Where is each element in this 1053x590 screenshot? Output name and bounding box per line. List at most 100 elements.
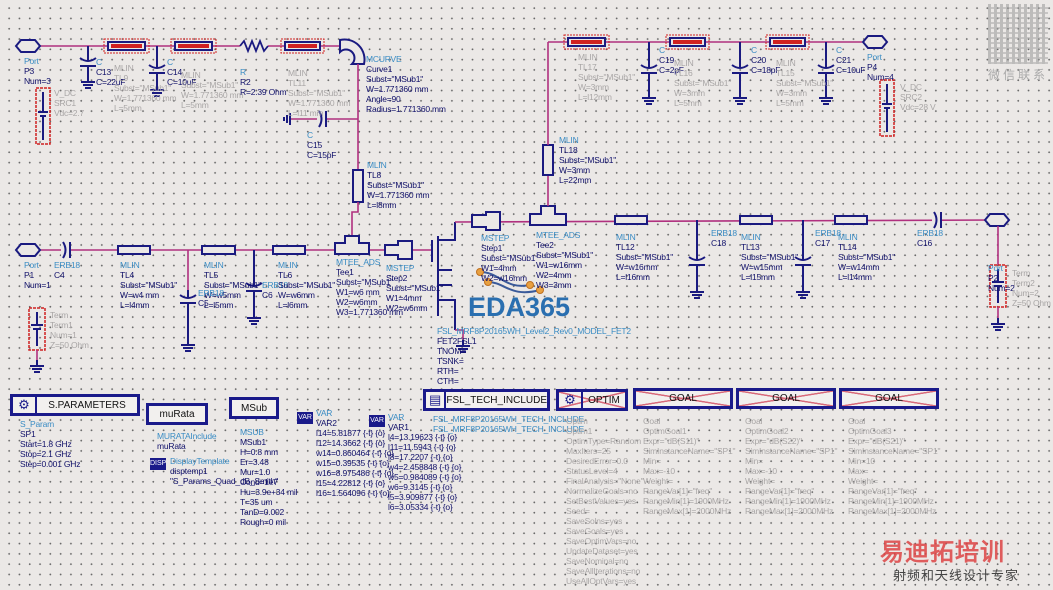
ground-symbol[interactable] [819,92,833,105]
mlin-line[interactable] [352,169,364,203]
series-capacitor[interactable] [318,110,327,128]
ground-symbol[interactable] [690,286,704,299]
label-line: RangeMax[1]=2000MHz [643,506,732,516]
ground-symbol[interactable] [283,113,291,125]
dc-source-src2[interactable] [879,79,895,137]
ground-symbol[interactable] [247,312,261,325]
layout-trace[interactable] [479,271,541,294]
var1-icon[interactable]: VAR [369,415,385,427]
optim-block[interactable]: ⚙ OPTIM [556,389,628,411]
ground-symbol[interactable] [30,360,44,373]
shunt-capacitor[interactable] [794,220,812,286]
shunt-capacitor[interactable] [179,290,197,339]
s-parameters-block[interactable]: ⚙ S.PARAMETERS [10,394,140,416]
mlin-line[interactable] [542,144,554,176]
shunt-capacitor[interactable] [817,42,835,92]
label-line: W1=4mm [481,263,517,273]
label-line: W1=w16mm [536,260,582,270]
mlin-inactive-bar[interactable] [673,40,702,44]
inactive-outline[interactable] [280,38,325,54]
inactive-outline[interactable] [170,38,217,54]
pin-marker[interactable] [484,278,492,286]
mlin-line[interactable] [201,245,236,255]
shunt-capacitor[interactable] [148,46,166,84]
resistor[interactable] [239,38,269,54]
ground-symbol[interactable] [733,92,747,105]
mlin-inactive-bar[interactable] [571,40,602,44]
shunt-capacitor[interactable] [79,46,97,76]
label-line: Max=-10 [643,466,675,476]
label-line: Start=1.8 GHz [20,439,72,449]
ground-symbol[interactable] [991,318,1005,331]
label-line: MLIN [204,260,224,270]
shunt-capacitor[interactable] [688,220,706,286]
mlin-inactive-bar[interactable] [288,44,317,48]
term-term2-symbol[interactable] [992,269,1004,303]
ground-symbol[interactable] [642,92,656,105]
mlin-inactive-bar[interactable] [111,44,142,48]
shunt-capacitor[interactable] [731,42,749,92]
ground-symbol[interactable] [150,84,164,97]
mlin-line[interactable] [117,245,151,255]
fet-transistor[interactable] [431,222,456,330]
shunt-capacitor[interactable] [640,42,658,92]
label-line: C15 [307,140,322,150]
mtee-tee1[interactable] [334,235,370,255]
mstep-step1[interactable] [471,211,501,231]
series-capacitor[interactable] [933,211,942,229]
port-terminal[interactable] [14,243,42,257]
shunt-capacitor[interactable] [245,250,263,312]
label-line: Port [988,263,1003,273]
pin-marker[interactable] [526,281,534,289]
dc-source-src1-symbol[interactable] [38,92,48,140]
goal-block-3[interactable]: GOAL [839,388,939,409]
port-terminal[interactable] [983,213,1011,227]
pin-marker[interactable] [536,286,544,294]
term-term1-symbol[interactable] [31,312,43,346]
label-line: W=w14mm [838,262,880,272]
label-line: Num=2 [988,283,1015,293]
mlin-line[interactable] [739,215,773,225]
goal-block-2[interactable]: GOAL [736,388,836,409]
dc-source-src1[interactable] [35,87,51,145]
inactive-outline[interactable] [765,34,810,50]
mcurve-bend[interactable] [339,38,366,65]
display-template-icon[interactable]: DISP [150,458,166,470]
fet-pins[interactable] [438,269,452,286]
label-line: Hu=3.9e+34 mil [240,487,298,497]
ground-symbol[interactable] [796,286,810,299]
mlin-inactive-bar[interactable] [773,40,802,44]
label-line: Expr="dB(S11)" [643,436,700,446]
msub-title: MSub [240,402,268,414]
inactive-outline[interactable] [665,34,710,50]
port-terminal[interactable] [861,35,889,49]
series-capacitor[interactable] [62,241,71,259]
pin-marker[interactable] [476,268,484,276]
mtee-tee2[interactable] [529,205,567,226]
fsl-tech-include-title: FSL_TECH_INCLUDE [446,394,547,406]
mlin-line[interactable] [614,215,648,225]
ground-symbol[interactable] [81,76,95,89]
mstep-step2[interactable] [384,240,413,260]
label-line: l16=1.564096 {-t} {o} [316,488,390,498]
mlin-line[interactable] [834,215,868,225]
ground-symbol[interactable] [181,339,195,352]
inactive-outline[interactable] [103,38,150,54]
ground-symbol[interactable] [456,340,470,353]
label-line: P2 [988,273,998,283]
mlin-line[interactable] [272,245,306,255]
label-line: l5=3.909877 {-t} {o} [388,492,458,502]
mlin-inactive-bar[interactable] [178,44,209,48]
msub-block[interactable]: MSub [229,397,279,419]
port-terminal[interactable] [14,39,42,53]
label-line: C [307,130,313,140]
goal-block-1[interactable]: GOAL [633,388,733,409]
murata-block[interactable]: muRata [146,403,208,425]
fsl-tech-include-block[interactable]: ▤ FSL_TECH_INCLUDE [423,389,550,411]
dc-source-src2-symbol[interactable] [882,84,892,132]
var2-icon[interactable]: VAR [297,412,313,424]
inactive-outline[interactable] [563,34,610,50]
